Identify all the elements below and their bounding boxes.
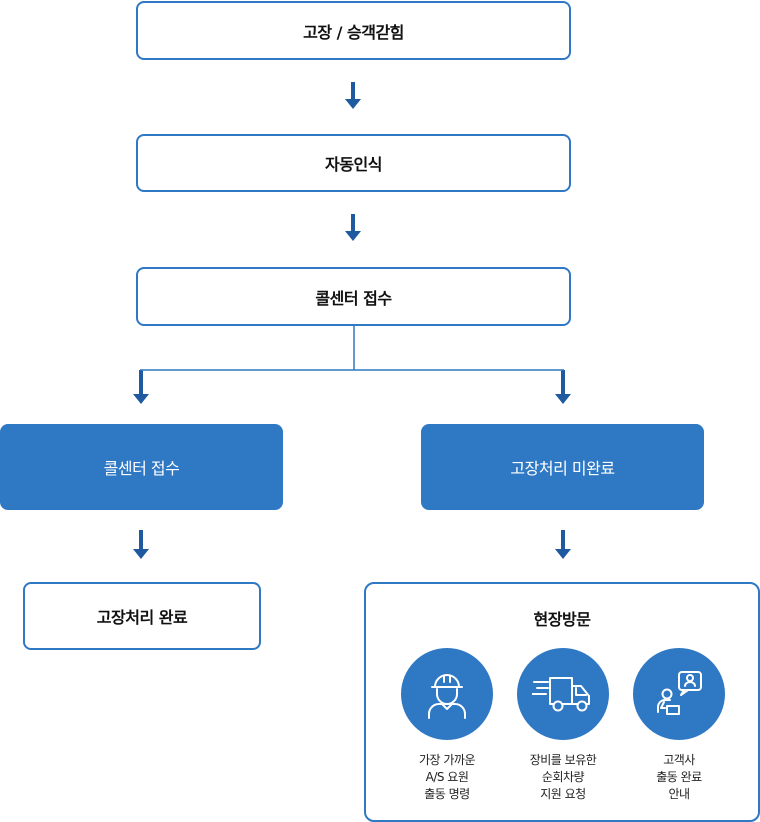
- arrow-down-left-branch: [133, 370, 149, 404]
- site-visit-panel: 현장방문 가장 가까운 A/S 요원 출동 명령: [364, 582, 760, 822]
- node-callcenter-branch: 콜센터 접수: [0, 424, 283, 510]
- node-callcenter-branch-label: 콜센터 접수: [103, 459, 180, 478]
- visit-item-truck-label: 장비를 보유한 순회차량 지원 요청: [529, 753, 597, 801]
- site-visit-title: 현장방문: [533, 610, 591, 629]
- node-resolved: 고장처리 완료: [23, 582, 261, 650]
- node-callcenter-label: 콜센터 접수: [315, 288, 392, 308]
- visit-item-support-label: 고객사 출동 완료 안내: [656, 753, 702, 801]
- arrow-down-2: [345, 214, 361, 241]
- technician-helmet-icon: [401, 648, 493, 740]
- branch-lines: [140, 326, 564, 371]
- node-unresolved-label: 고장처리 미완료: [510, 459, 615, 478]
- arrow-down-1: [345, 82, 361, 109]
- node-auto-detect-label: 자동인식: [325, 155, 382, 174]
- node-unresolved: 고장처리 미완료: [421, 424, 704, 510]
- node-resolved-label: 고장처리 완료: [96, 608, 188, 627]
- node-breakdown: 고장 / 승객갇힘: [136, 1, 571, 60]
- visit-item-technician: 가장 가까운 A/S 요원 출동 명령: [387, 648, 507, 803]
- visit-item-technician-label: 가장 가까운 A/S 요원 출동 명령: [418, 753, 476, 801]
- arrow-down-right-branch: [555, 370, 571, 404]
- node-callcenter: 콜센터 접수: [136, 267, 571, 326]
- arrow-down-right-result: [555, 530, 571, 559]
- delivery-truck-icon: [517, 648, 609, 740]
- visit-item-support: 고객사 출동 완료 안내: [619, 648, 739, 803]
- customer-support-icon: [633, 648, 725, 740]
- node-breakdown-label: 고장 / 승객갇힘: [303, 22, 404, 42]
- node-auto-detect: 자동인식: [136, 134, 571, 192]
- arrow-down-left-result: [133, 530, 149, 559]
- visit-item-truck: 장비를 보유한 순회차량 지원 요청: [503, 648, 623, 803]
